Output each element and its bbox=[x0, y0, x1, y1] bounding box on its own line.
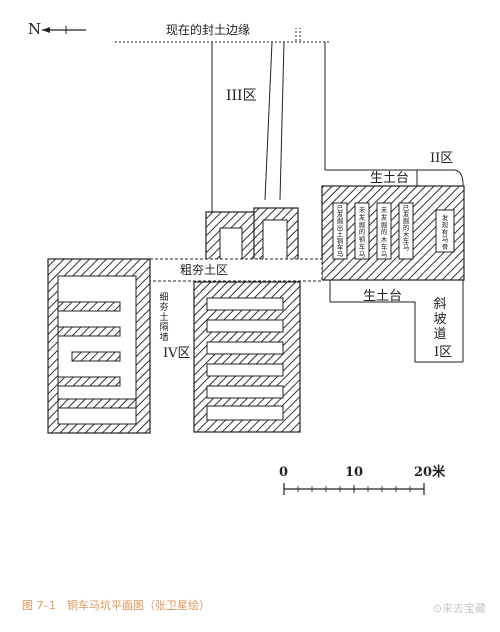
chamber-2-label-char: 掘 bbox=[359, 220, 366, 229]
chamber-3-label-char: 掘 bbox=[381, 220, 388, 229]
chamber-4-label-char: 车 bbox=[403, 236, 410, 245]
mound-edge-label: 现在的封土边缘 bbox=[166, 22, 250, 37]
chamber-5-label-char: 现 bbox=[442, 221, 449, 229]
raw-earth-platform-top: 生土台 bbox=[370, 171, 409, 186]
chamber-1-label-char: 车 bbox=[337, 243, 344, 252]
chamber-3-label-char: 车 bbox=[381, 242, 388, 251]
chamber-2-label-char: 的 bbox=[359, 227, 366, 236]
zone-3-label: III区 bbox=[226, 88, 257, 104]
partition-wall-char: 夯 bbox=[159, 301, 168, 313]
rammed-earth-zone: 粗夯土区 bbox=[149, 258, 323, 282]
north-label: N bbox=[28, 20, 41, 38]
chamber-4-label-char: 马 bbox=[403, 244, 410, 252]
chamber-3-label-char: 马 bbox=[381, 250, 388, 258]
chamber-2-label-char: 发 bbox=[359, 212, 366, 221]
scale-tick-20: 20米 bbox=[414, 464, 446, 480]
slope-road-char: 斜 bbox=[433, 297, 446, 312]
chamber-2-label-char: 未 bbox=[359, 205, 366, 214]
scale-tick-10: 10 bbox=[345, 465, 363, 480]
zone-1-label: I区 bbox=[434, 345, 452, 360]
chamber-5-label-char: 有 bbox=[442, 227, 449, 236]
chamber-5-label-char: 马 bbox=[442, 236, 449, 244]
chamber-1-label-char: 土 bbox=[337, 229, 344, 238]
slope-road-char: 道 bbox=[433, 327, 446, 342]
watermark: ⊙来去宝藏 bbox=[432, 602, 486, 615]
chamber-5-label-char: 发 bbox=[442, 213, 449, 222]
chamber-1-label-char: 马 bbox=[337, 250, 344, 258]
zone-4-label: IV区 bbox=[163, 346, 191, 361]
chamber-2-label-char: 铜 bbox=[359, 235, 366, 244]
partition-wall-char: 隔 bbox=[159, 322, 168, 333]
mound-edge: 现在的封土边缘 bbox=[115, 22, 330, 43]
chamber-4-label-char: 已 bbox=[403, 204, 410, 212]
chamber-1-label-char: 已 bbox=[337, 204, 344, 212]
scale-tick-0: 0 bbox=[279, 465, 288, 480]
partition-wall-char: 墙 bbox=[159, 331, 168, 343]
chamber-2-label-char: 车 bbox=[359, 242, 366, 251]
zone-1: 生土台 斜坡道 I区 bbox=[329, 280, 464, 363]
chamber-1-label-char: 发 bbox=[337, 210, 344, 219]
zone-3-structures bbox=[205, 207, 299, 265]
chamber-3-label-char: 的 bbox=[381, 227, 388, 236]
zone-2-frame: II区 生土台 bbox=[325, 151, 464, 205]
chamber-4-label-char: 发 bbox=[403, 210, 410, 219]
raw-earth-platform-bottom: 生土台 bbox=[363, 289, 402, 304]
chamber-3-label-char: 发 bbox=[381, 212, 388, 221]
chamber-4-label-char: 木 bbox=[403, 229, 410, 238]
chamber-2-label-char: 马 bbox=[359, 250, 366, 258]
chamber-1-label-char: 出 bbox=[337, 223, 344, 232]
chamber-4-label-char: 的 bbox=[403, 223, 410, 232]
zone-4-right-pit bbox=[193, 281, 301, 433]
zone-2-label: II区 bbox=[430, 151, 453, 166]
slope-road-char: 坡 bbox=[433, 312, 446, 327]
figure-caption: 图 7–1 铜车马坑平面图（张卫星绘） bbox=[22, 599, 210, 612]
chamber-5-label-char: 骨 bbox=[442, 243, 449, 251]
chamber-3-label-char: 木 bbox=[381, 235, 388, 244]
partition-wall-char: 细 bbox=[159, 291, 168, 303]
chamber-1-label-char: 铜 bbox=[337, 236, 344, 245]
partition-wall-char: 土 bbox=[159, 311, 168, 323]
chamber-1-label-char: 掘 bbox=[337, 216, 344, 225]
scale-bar: 0 10 20米 bbox=[279, 464, 446, 495]
zone-3: III区 bbox=[211, 41, 326, 212]
chamber-4-label-char: 掘 bbox=[403, 216, 410, 225]
zone-4-left-pit bbox=[47, 258, 151, 434]
chamber-3-label-char: 未 bbox=[381, 205, 388, 214]
rammed-earth-label: 粗夯土区 bbox=[180, 263, 228, 277]
slope-road-label: 斜坡道 bbox=[433, 297, 446, 342]
north-arrow: N bbox=[28, 20, 86, 38]
